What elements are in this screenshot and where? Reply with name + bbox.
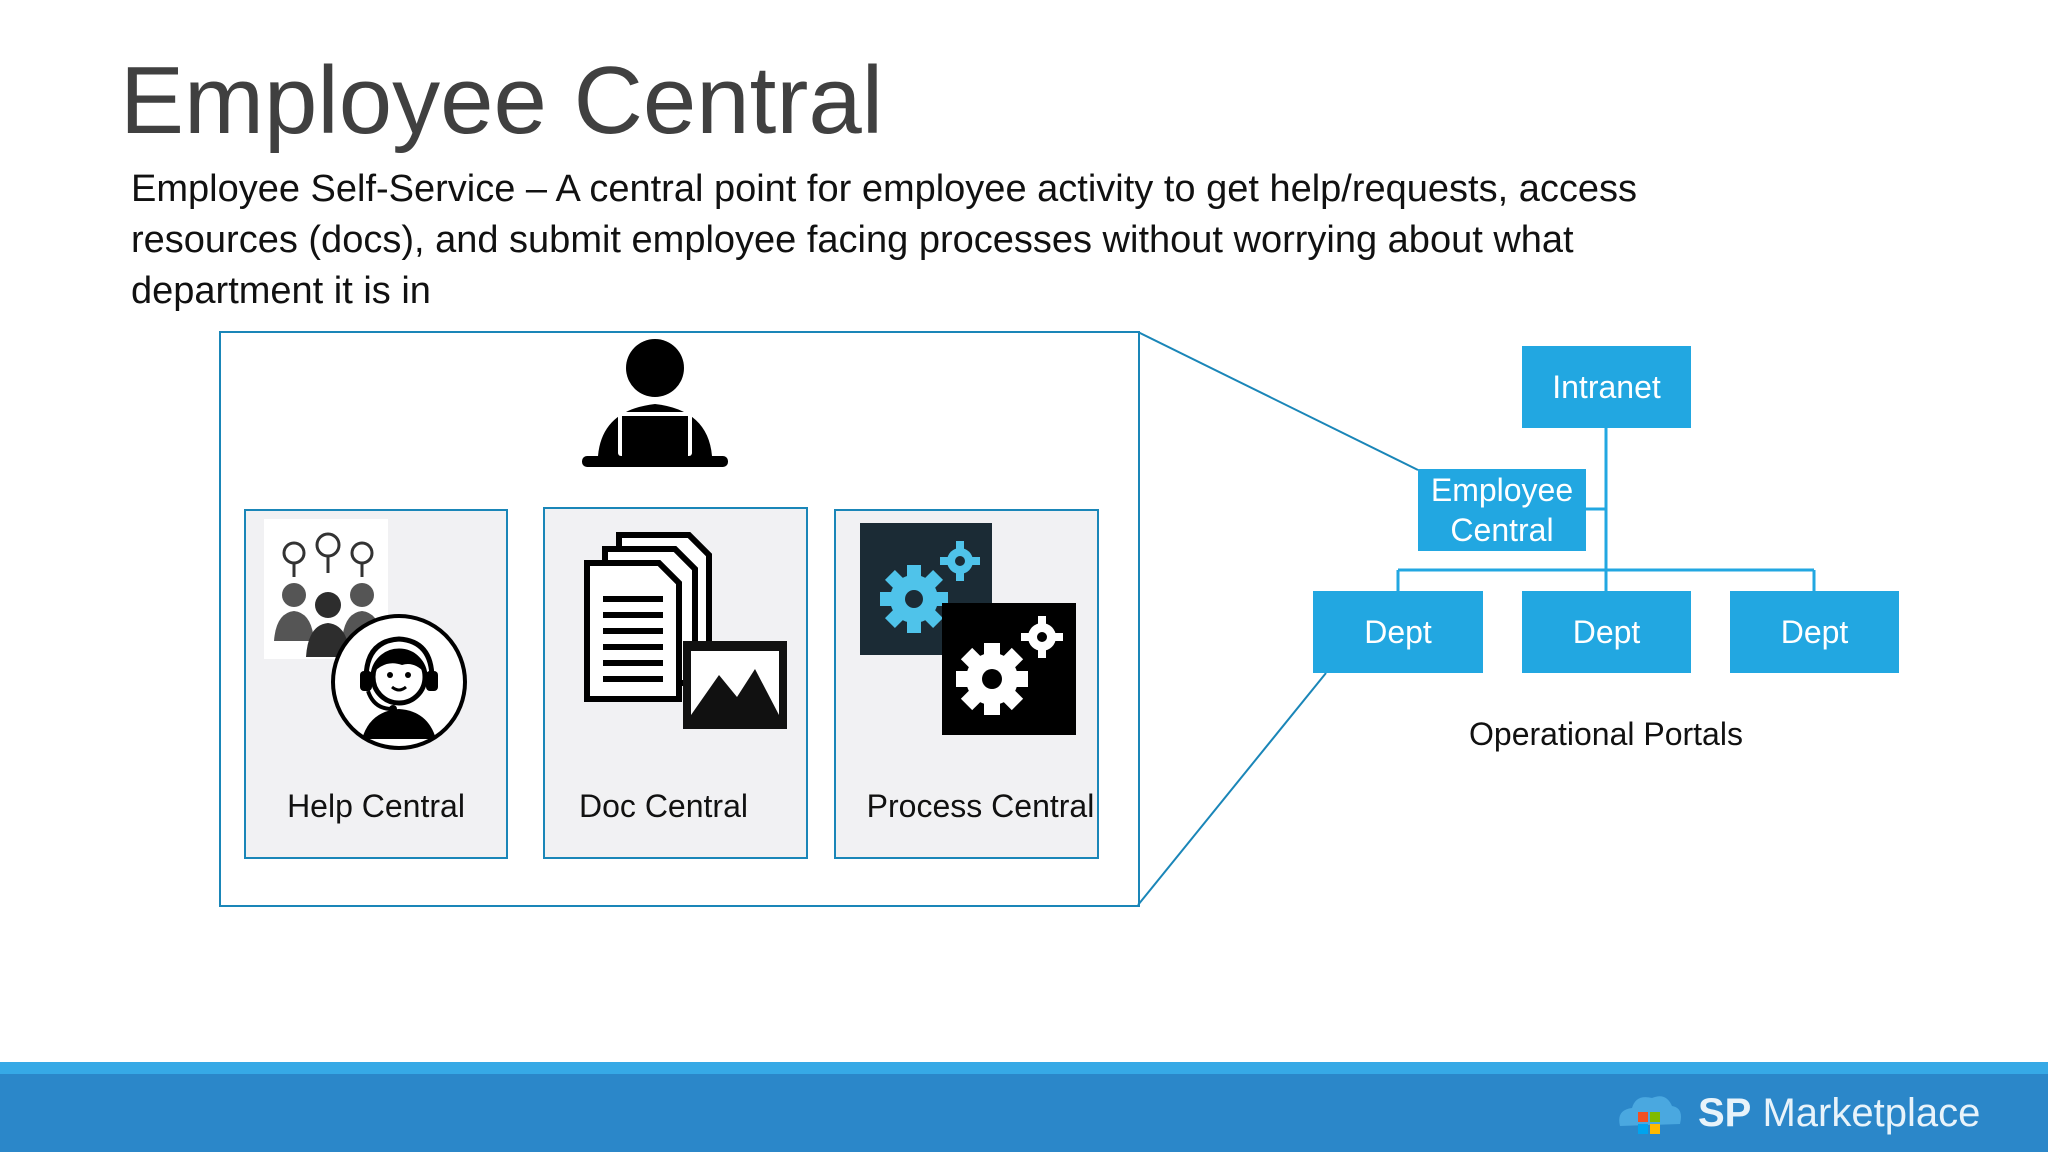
dept-box-1[interactable]: Dept xyxy=(1313,591,1483,673)
zoom-line-bottom xyxy=(1137,672,1327,906)
slide-title: Employee Central xyxy=(120,47,884,154)
help-desk-icon xyxy=(331,614,467,750)
brand-name-bold: SP xyxy=(1698,1090,1752,1135)
process-central-card[interactable]: Process Central xyxy=(834,509,1099,859)
documents-icon xyxy=(584,532,787,729)
operational-portals-caption: Operational Portals xyxy=(1469,716,1743,752)
slide-subtitle: Employee Self-Service – A central point … xyxy=(131,168,1637,312)
person-laptop-icon xyxy=(582,339,728,467)
zoom-line-top xyxy=(1137,331,1419,471)
doc-central-label: Doc Central xyxy=(579,788,748,824)
dept-box-2[interactable]: Dept xyxy=(1522,591,1691,673)
help-central-label: Help Central xyxy=(287,788,465,824)
employee-central-panel xyxy=(219,331,1140,907)
dept-box-3[interactable]: Dept xyxy=(1730,591,1899,673)
gears-icon xyxy=(860,523,1076,735)
footer-stripe xyxy=(0,1062,2048,1074)
brand-logo: SP Marketplace xyxy=(1614,1088,1980,1138)
footer-bar xyxy=(0,1064,2048,1152)
sp-marketplace-logo-icon xyxy=(1619,1096,1681,1134)
brand-name: SP Marketplace xyxy=(1698,1091,1980,1136)
intranet-box[interactable]: Intranet xyxy=(1522,346,1691,428)
process-central-label: Process Central xyxy=(866,788,1095,824)
doc-central-card[interactable]: Doc Central xyxy=(543,507,808,859)
brand-name-rest: Marketplace xyxy=(1751,1090,1981,1135)
idea-team-icon xyxy=(264,519,388,659)
help-central-card[interactable]: Help Central xyxy=(244,509,508,859)
employee-central-box[interactable]: Employee Central xyxy=(1418,469,1586,551)
